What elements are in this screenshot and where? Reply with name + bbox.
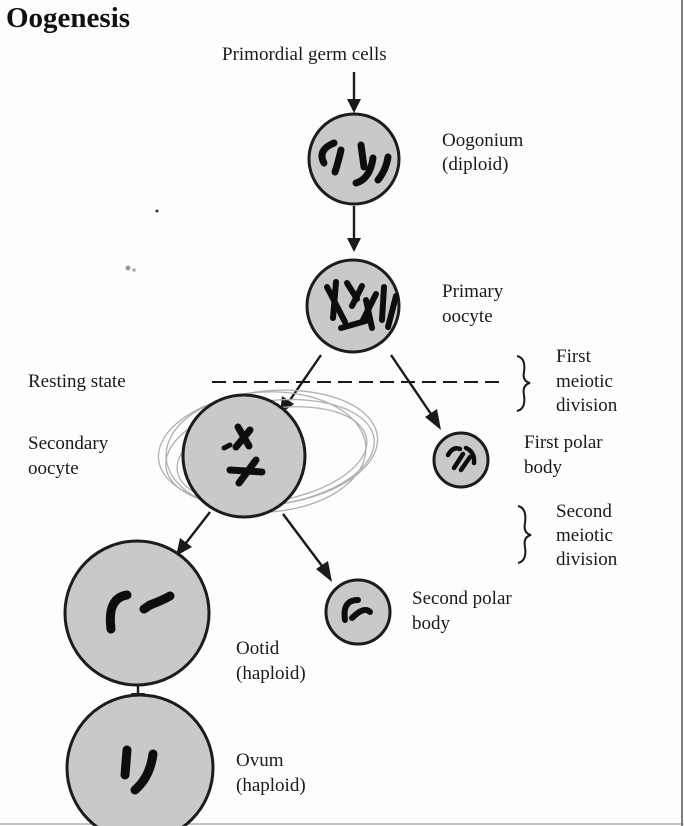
arrow-primordial-to-oogonium — [347, 72, 361, 113]
label-second-polar-body: Second polar body — [412, 588, 516, 634]
label-first-meiotic-division: First meiotic division — [556, 346, 618, 416]
label-ootid: Ootid (haploid) — [236, 638, 306, 684]
scan-speck — [155, 209, 159, 213]
scan-speck — [132, 268, 136, 272]
secondary-oocyte-cell — [181, 393, 307, 519]
diagram-title: Oogenesis — [6, 2, 130, 34]
primary-oocyte-cell — [305, 258, 401, 354]
brace-first-meiotic — [516, 355, 531, 412]
arrow-primary-to-secondary — [280, 354, 322, 414]
label-primary-oocyte: Primary oocyte — [442, 281, 508, 327]
label-resting-state: Resting state — [28, 371, 126, 392]
label-ovum: Ovum (haploid) — [236, 750, 306, 796]
oogonium-cell — [307, 112, 401, 206]
label-oogonium: Oogonium (diploid) — [442, 130, 528, 175]
label-first-polar-body: First polar body — [524, 432, 607, 478]
second-polar-body-cell — [324, 578, 392, 646]
label-second-meiotic-division: Second meiotic division — [556, 501, 618, 570]
label-secondary-oocyte: Secondary oocyte — [28, 433, 113, 479]
arrow-secondary-to-ootid — [176, 511, 211, 556]
first-polar-body-cell — [432, 431, 490, 489]
arrow-secondary-to-second-polar — [282, 513, 332, 582]
label-primordial-germ-cells: Primordial germ cells — [222, 44, 387, 65]
ootid-cell — [63, 539, 211, 687]
arrow-primary-to-first-polar — [390, 354, 441, 430]
scan-speck — [125, 265, 131, 271]
brace-second-meiotic — [517, 505, 532, 564]
arrow-oogonium-to-primary — [347, 206, 361, 252]
ovum-cell — [65, 693, 215, 826]
